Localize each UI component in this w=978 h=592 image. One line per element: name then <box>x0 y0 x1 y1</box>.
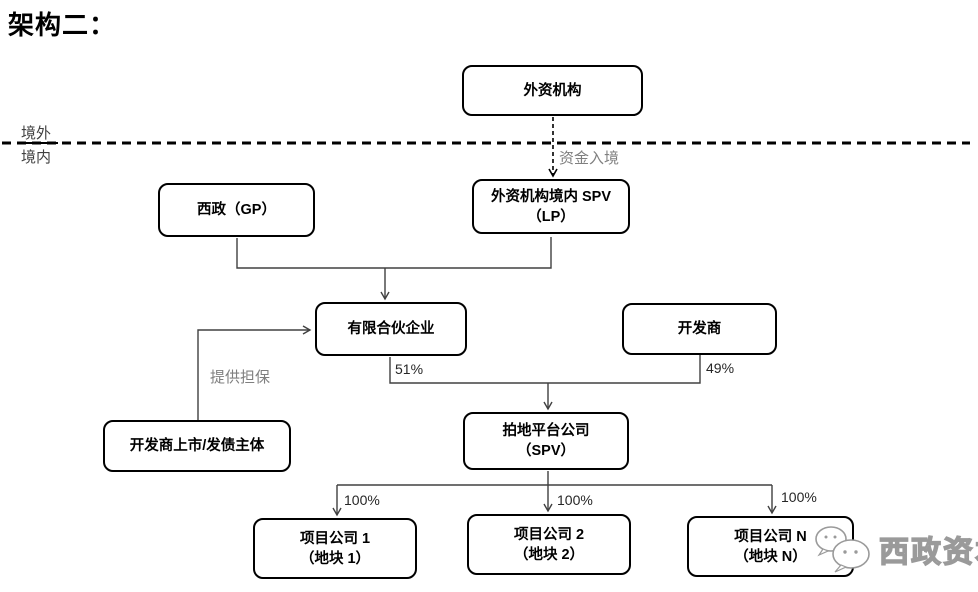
node-label: 项目公司 1 <box>299 530 371 547</box>
edge-label-51pct: 51% <box>395 361 424 377</box>
node-project-company-1: 项目公司 1 （地块 1） <box>253 518 417 579</box>
node-sublabel: （SPV） <box>516 443 575 459</box>
edge-label-100pct-project2: 100% <box>557 492 593 508</box>
onshore-label: 境内 <box>21 149 52 166</box>
guarantee-arrow <box>197 325 312 420</box>
node-limited-partnership: 有限合伙企业 <box>315 302 467 356</box>
wechat-logo-icon <box>815 526 870 573</box>
edge-label-49pct: 49% <box>706 360 735 376</box>
page-title: 架构二： <box>8 11 117 40</box>
node-sublabel: （LP） <box>527 208 575 225</box>
node-project-company-n: 项目公司 N （地块 N） <box>687 516 854 577</box>
node-sublabel: （地块 2） <box>513 546 585 563</box>
node-label: 西政（GP） <box>197 202 276 218</box>
node-sublabel: （地块 N） <box>734 548 807 565</box>
edge-label-100pct-projectN: 100% <box>781 489 817 505</box>
edge-label-100pct-project1: 100% <box>344 492 380 508</box>
shareholding-join-line <box>389 355 701 384</box>
node-label: 外资机构境内 SPV <box>490 188 612 205</box>
node-xizheng-gp: 西政（GP） <box>158 183 315 237</box>
node-project-company-2: 项目公司 2 （地块 2） <box>467 514 631 575</box>
node-label: 外资机构 <box>523 82 582 99</box>
offshore-label: 境外 <box>21 125 52 142</box>
node-developer: 开发商 <box>622 303 777 355</box>
edge-label-guarantee: 提供担保 <box>210 369 271 386</box>
node-foreign-institution: 外资机构 <box>462 65 643 116</box>
watermark: 西政资本 <box>805 524 978 574</box>
node-label: 有限合伙企业 <box>347 321 435 337</box>
node-label: 项目公司 2 <box>513 526 585 543</box>
gp-lp-join-line <box>236 237 552 269</box>
node-land-bid-platform-spv: 拍地平台公司 （SPV） <box>463 412 629 470</box>
node-onshore-spv-lp: 外资机构境内 SPV （LP） <box>472 179 630 234</box>
edge-label-capital-entry: 资金入境 <box>559 150 620 167</box>
watermark-text: 西政资本 <box>878 535 978 569</box>
node-developer-listed-bond-entity: 开发商上市/发债主体 <box>103 420 291 472</box>
node-label: 开发商上市/发债主体 <box>129 438 265 454</box>
node-label: 拍地平台公司 <box>502 423 590 439</box>
node-sublabel: （地块 1） <box>299 550 371 567</box>
node-label: 开发商 <box>677 321 722 337</box>
node-label: 项目公司 N <box>734 528 807 545</box>
